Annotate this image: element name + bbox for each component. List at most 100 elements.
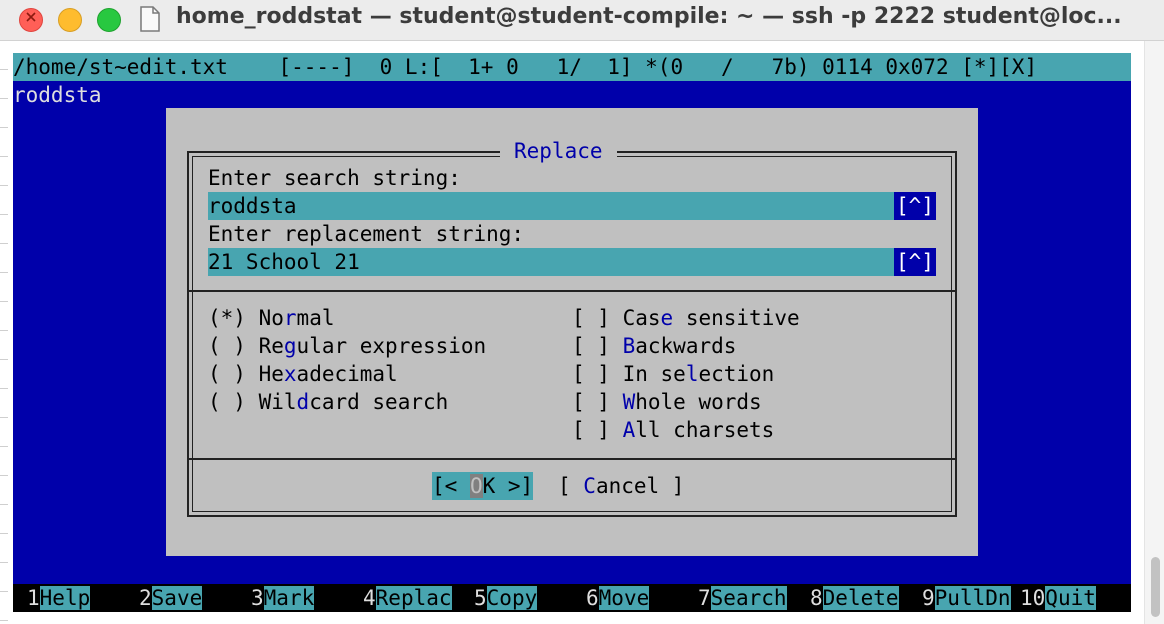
replacement-input[interactable]: 21 School 21 [^] <box>208 248 936 276</box>
checkbox-backwards[interactable]: [ ] Backwards <box>572 332 736 360</box>
fkey-number: 7 <box>698 586 711 610</box>
button-cursor-char: O <box>469 474 483 498</box>
option-label-part: mal <box>296 306 335 330</box>
terminal-scrollbar[interactable] <box>1144 41 1164 624</box>
checkbox-mark: [ ] <box>572 362 610 386</box>
fkey-help[interactable]: 1Help <box>27 584 91 612</box>
radio-normal[interactable]: (*) Normal <box>208 304 334 332</box>
search-input[interactable]: roddsta [^] <box>208 192 936 220</box>
option-hotkey: g <box>283 334 297 358</box>
close-icon <box>26 12 36 22</box>
replace-label: Enter replacement string: <box>208 222 525 246</box>
checkbox-in-selection[interactable]: [ ] In selection <box>572 360 774 388</box>
option-label-part: sensitive <box>673 306 800 330</box>
fkey-replace[interactable]: 4Replac <box>363 584 452 612</box>
dialog-separator <box>187 290 957 292</box>
cancel-button[interactable]: [ Cancel ] <box>558 472 684 500</box>
option-hotkey: B <box>622 334 636 358</box>
window-title: home_roddstat — student@student-compile:… <box>176 4 1122 29</box>
fkey-label: Help <box>39 586 91 610</box>
search-history-button[interactable]: [^] <box>894 192 936 220</box>
option-hotkey: e <box>660 306 674 330</box>
fkey-number: 10 <box>1020 586 1046 610</box>
fkey-number: 4 <box>363 586 376 610</box>
fkey-copy[interactable]: 5Copy <box>474 584 538 612</box>
fkey-move[interactable]: 6Move <box>586 584 650 612</box>
option-label-part: In se <box>622 362 686 386</box>
radio-hexadecimal[interactable]: ( ) Hexadecimal <box>208 360 398 388</box>
fkey-number: 5 <box>474 586 487 610</box>
option-label-part: ackwards <box>635 334 737 358</box>
option-label-part: ection <box>698 362 775 386</box>
button-label-part: [ <box>558 474 584 498</box>
fkey-quit[interactable]: 10Quit <box>1020 584 1096 612</box>
option-label-part: Wil <box>258 390 297 414</box>
fkey-pulldown[interactable]: 9PullDn <box>922 584 1011 612</box>
fkey-number: 8 <box>810 586 823 610</box>
minimize-window-button[interactable] <box>58 8 82 32</box>
radio-wildcard-search[interactable]: ( ) Wildcard search <box>208 388 448 416</box>
fkey-save[interactable]: 2Save <box>139 584 203 612</box>
fkey-label: Mark <box>263 586 315 610</box>
fkey-label: Copy <box>486 586 538 610</box>
zoom-window-button[interactable] <box>97 8 121 32</box>
editor-screen: /home/st~edit.txt [----] 0 L:[ 1+ 0 1/ 1… <box>13 53 1131 612</box>
fkey-number: 9 <box>922 586 935 610</box>
radio-mark: ( ) <box>208 334 246 358</box>
option-label-part: ll charsets <box>635 418 775 442</box>
checkbox-mark: [ ] <box>572 334 610 358</box>
fkey-mark[interactable]: 3Mark <box>251 584 315 612</box>
checkbox-mark: [ ] <box>572 418 610 442</box>
dialog-title: Replace <box>500 137 617 165</box>
fkey-label: PullDn <box>934 586 1011 610</box>
option-label-part: He <box>258 362 284 386</box>
fkey-label: Quit <box>1045 586 1096 610</box>
fkey-label: Search <box>710 586 787 610</box>
option-hotkey: x <box>283 362 297 386</box>
checkbox-mark: [ ] <box>572 306 610 330</box>
fkey-number: 2 <box>139 586 152 610</box>
function-key-bar: 1Help 2Save 3Mark 4Replac 5Copy 6Move 7S… <box>13 584 1131 612</box>
fkey-delete[interactable]: 8Delete <box>810 584 899 612</box>
option-hotkey: r <box>283 306 297 330</box>
fkey-number: 1 <box>27 586 40 610</box>
ok-button[interactable]: [< OK >] <box>432 472 534 500</box>
option-hotkey: l <box>685 362 699 386</box>
close-window-button[interactable] <box>19 8 43 32</box>
option-hotkey: d <box>296 390 310 414</box>
search-input-value: roddsta <box>208 194 297 218</box>
checkbox-whole-words[interactable]: [ ] Whole words <box>572 388 762 416</box>
option-label-part: hole words <box>635 390 762 414</box>
radio-mark: ( ) <box>208 362 246 386</box>
fkey-label: Move <box>598 586 650 610</box>
option-label-part: Re <box>258 334 284 358</box>
editor-status-line: /home/st~edit.txt [----] 0 L:[ 1+ 0 1/ 1… <box>13 53 1131 81</box>
terminal-left-edge <box>0 41 8 624</box>
radio-regular-expression[interactable]: ( ) Regular expression <box>208 332 486 360</box>
option-label-part: No <box>258 306 284 330</box>
button-label-part: ancel ] <box>595 474 685 498</box>
fkey-label: Replac <box>375 586 452 610</box>
checkbox-mark: [ ] <box>572 390 610 414</box>
fkey-search[interactable]: 7Search <box>698 584 787 612</box>
fkey-label: Delete <box>822 586 899 610</box>
option-label-part: card search <box>309 390 449 414</box>
button-label-part: [< <box>432 474 470 498</box>
option-hotkey: W <box>622 390 636 414</box>
document-icon <box>140 6 160 32</box>
button-label-part: K >] <box>482 474 534 498</box>
search-label: Enter search string: <box>208 166 461 190</box>
option-label-part: ular expression <box>296 334 487 358</box>
dialog-separator <box>187 458 957 460</box>
radio-mark: (*) <box>208 306 246 330</box>
window-titlebar: home_roddstat — student@student-compile:… <box>0 0 1164 41</box>
option-label-part: adecimal <box>296 362 398 386</box>
replacement-history-button[interactable]: [^] <box>894 248 936 276</box>
checkbox-case-sensitive[interactable]: [ ] Case sensitive <box>572 304 800 332</box>
editor-buffer-line[interactable]: roddsta <box>13 83 102 107</box>
fkey-number: 6 <box>586 586 599 610</box>
button-hotkey: C <box>583 474 596 498</box>
radio-mark: ( ) <box>208 390 246 414</box>
checkbox-all-charsets[interactable]: [ ] All charsets <box>572 416 774 444</box>
scrollbar-thumb[interactable] <box>1151 557 1160 617</box>
